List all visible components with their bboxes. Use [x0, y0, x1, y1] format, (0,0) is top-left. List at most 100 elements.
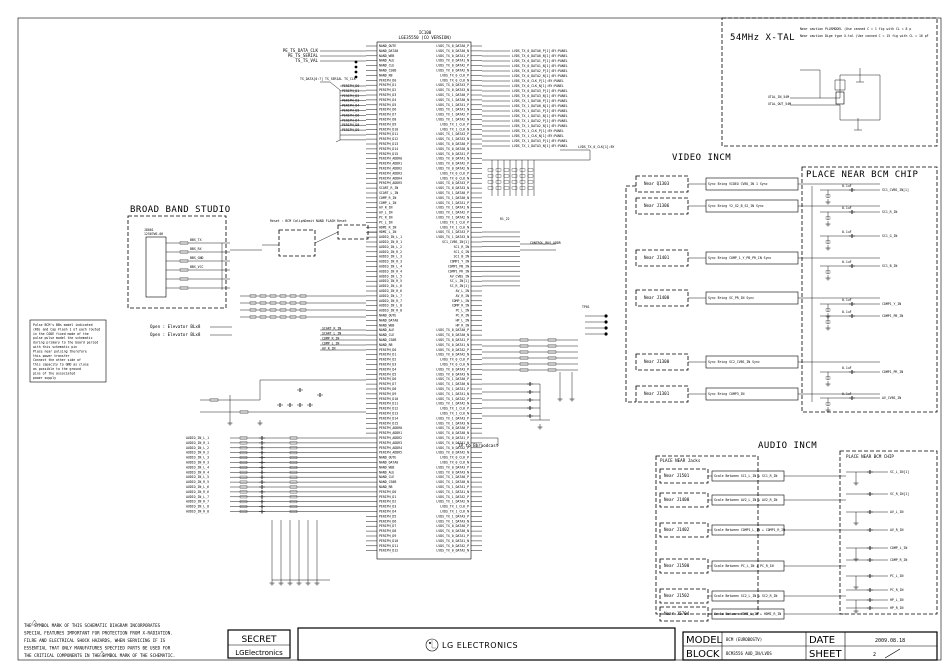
note-line: Pulse BCM's BBs model indicated	[33, 323, 93, 327]
ground-symbol	[853, 480, 859, 486]
ic-pin-label-right: LVDS_TX_0_DATA1_P	[436, 534, 469, 538]
ic-pin-label-right: LVDS_TX_0_DATA2_N	[436, 353, 469, 357]
lvds-net-label: LVDS_TX_0_CLK_P[1]:BY:PANEL	[512, 79, 564, 83]
right-tail-cap	[527, 398, 533, 402]
lg-logo-icon	[425, 638, 439, 652]
video-net-label: AV_CVBS_IN	[882, 396, 901, 400]
ic-pin-label-left: PERIPH_D7	[379, 382, 396, 386]
video-net-label: COMP1_PB_IN	[882, 314, 903, 318]
audio-input-resistor-2	[289, 461, 298, 464]
audio-input-resistor-2	[289, 500, 298, 504]
ic-pin-label-right: LVDS_TX_0_DATA2_P	[436, 64, 469, 68]
resistor	[209, 398, 219, 402]
video-chip-cap	[849, 314, 855, 318]
right-tail-cap	[527, 382, 533, 386]
ic-pin-label-left: PERIPH_ADDR1	[379, 162, 402, 166]
ic-pin-label-left: AUDIO_IN_R_7	[379, 299, 402, 303]
lvds-net-label: LVDS_TX_0_CLK_N[1]:BY:PANEL	[512, 84, 564, 88]
audio-input-resistor	[239, 480, 248, 484]
xtal-note-2: Near caution Dige type X-tal (Use canned…	[800, 34, 929, 38]
audio-input-resistor-2	[289, 441, 298, 445]
open-label-1: Open : Elevator BLx8	[150, 324, 201, 329]
video-net-label: COMP1_PR_IN	[882, 370, 903, 374]
audio-input-resistor-2	[289, 475, 298, 479]
audio-scale-text: Scale Between COMP1_L_IN + COMP1_R_IN	[714, 528, 785, 532]
audio-input-resistor	[239, 456, 248, 459]
ic-pin-label-right: LVDS_TX_0_CLK_N	[440, 176, 469, 180]
ic-pin-label-left: NAND_WEB	[379, 323, 394, 327]
ic-pin-label-right: LVDS_TX_0_DATA0_N	[436, 431, 469, 435]
audio-input-cap	[259, 460, 265, 465]
warning-line: THE SYMBOL MARK OF THIS SCHEMATIC DIAGRA…	[24, 623, 161, 628]
ic-pin-label-right: LVDS_TX_0_DATA1_N	[436, 343, 469, 347]
audio-chip-cap	[867, 492, 873, 496]
lvds-net-label: LVDS_TX_1_CLK_N[1]:BY:PANEL	[512, 134, 564, 138]
ic-pin-label-right: SC1_CVBS_IN[1]	[442, 240, 469, 244]
bbs-connector-part: 12507WS-06	[144, 232, 163, 236]
place-near-jacks-title: PLACE NEAR Jacks	[660, 458, 701, 463]
ic-pin-label-left: PERIPH_D0	[379, 78, 396, 82]
ic-pin-label-right: LVDS_TX_1_DATA3_N	[436, 137, 469, 141]
note-line: as possible to the ground	[33, 367, 81, 371]
audio-near-label: Near J1402	[664, 527, 690, 532]
ic-pin-label-right: LVDS_TX_1_CLK_N	[440, 127, 469, 131]
broadband-title: BROAD BAND STUDIO	[130, 205, 231, 215]
nand-bus-group: TS_DATA[0:7] TS_SERIAL TS_CLK PERIPH_D0P…	[300, 77, 366, 143]
ic-pin-label-right: LVDS_TX_0_CLK_P	[440, 358, 469, 362]
ic-pin-label-left: PERIPH_D1	[379, 495, 396, 499]
video-near-label: Near J1400	[644, 295, 670, 300]
logo-box	[297, 627, 676, 661]
ic-pin-label-right: LVDS_TX_0_DATA3_N	[436, 88, 469, 92]
ic-pin-label-right: LVDS_TX_1_DATA0_N	[436, 382, 469, 386]
audio-input-label: AUDIO_IN_R_2	[186, 451, 209, 455]
bbs-resistor	[179, 259, 189, 263]
right-resistor-array	[495, 186, 502, 190]
test-point	[604, 326, 608, 330]
audio-input-label: AUDIO_IN_L_6	[186, 485, 209, 489]
test-point	[354, 65, 358, 69]
mid-wires	[240, 295, 366, 318]
ic-pin-label-right: LVDS_TX_1_DATA0_P	[436, 93, 469, 97]
audio-chip-cap	[867, 558, 873, 562]
ic-pin-label-left: PERIPH_D7	[379, 113, 396, 117]
ic-pin-label-right: LVDS_TX_1_DATA2_P	[436, 113, 469, 117]
ic-pin-label-right: LVDS_TX_1_CLK_N	[440, 510, 469, 514]
audio-input-resistor-2	[289, 451, 298, 455]
ic-pin-label-right: LVDS_TX_0_DATA2_P	[436, 348, 469, 352]
audio-input-resistor	[239, 500, 248, 504]
video-sync-text: Sync Bring SC_PR_IN Sync	[708, 296, 754, 300]
ic-pin-label-left: PERIPH_D8	[379, 529, 396, 533]
broadband-studio-section: BROAD BAND STUDIO J8001 12507WS-06 BBS_T…	[127, 205, 262, 309]
ic-pin-label-left: PERIPH_ADDR3	[379, 441, 402, 445]
audio-input-resistor-2	[289, 490, 298, 494]
audio-input-resistor-2	[289, 436, 298, 440]
lvds-net-label: LVDS_TX_1_DATA2_N[1]:BY:PANEL	[512, 124, 568, 128]
lvds-net-label: LVDS_TX_0_DATA3_N[1]:BY:PANEL	[512, 94, 568, 98]
right-lower-resistor	[519, 368, 529, 372]
bbs-net-label: BBS_VCC	[190, 265, 204, 269]
ground-symbol	[257, 420, 263, 426]
open-labels: Open : Elevator BLx8 Open : Elevator BLx…	[150, 324, 232, 337]
note-box-frame	[29, 319, 107, 383]
ts-signal-label: PE_TS_SERIAL	[288, 53, 319, 58]
ic-pin-label-left: PERIPH_ADDR1	[379, 431, 402, 435]
audio-net-label: AV_L_IN	[890, 510, 904, 514]
date-label: DATE	[809, 635, 835, 646]
audio-input-resistor-2	[289, 510, 298, 513]
audio-input-resistor-2	[289, 446, 298, 450]
ic-pin-label-right: PC_R_IN	[456, 314, 470, 318]
audio-net-label: AV_R_IN	[890, 528, 904, 532]
audio-input-resistor-2	[289, 485, 298, 489]
right-resistor-array	[527, 168, 534, 172]
audio-input-label: AUDIO_IN_R_3	[186, 461, 209, 465]
audio-input-resistor	[239, 470, 248, 474]
right-resistor-array	[511, 174, 518, 178]
bus-net-label: PERIPH_D7	[342, 118, 359, 122]
ic-pin-label-right: LVDS_TX_0_DATA0_N	[436, 49, 469, 53]
bus-net-label: PERIPH_D1	[342, 89, 359, 93]
video-cap-label: 0.1uF	[842, 366, 852, 370]
ic-pin-label-left: PERIPH_D3	[379, 363, 396, 367]
bus-net-label: PERIPH_D9	[342, 128, 359, 132]
